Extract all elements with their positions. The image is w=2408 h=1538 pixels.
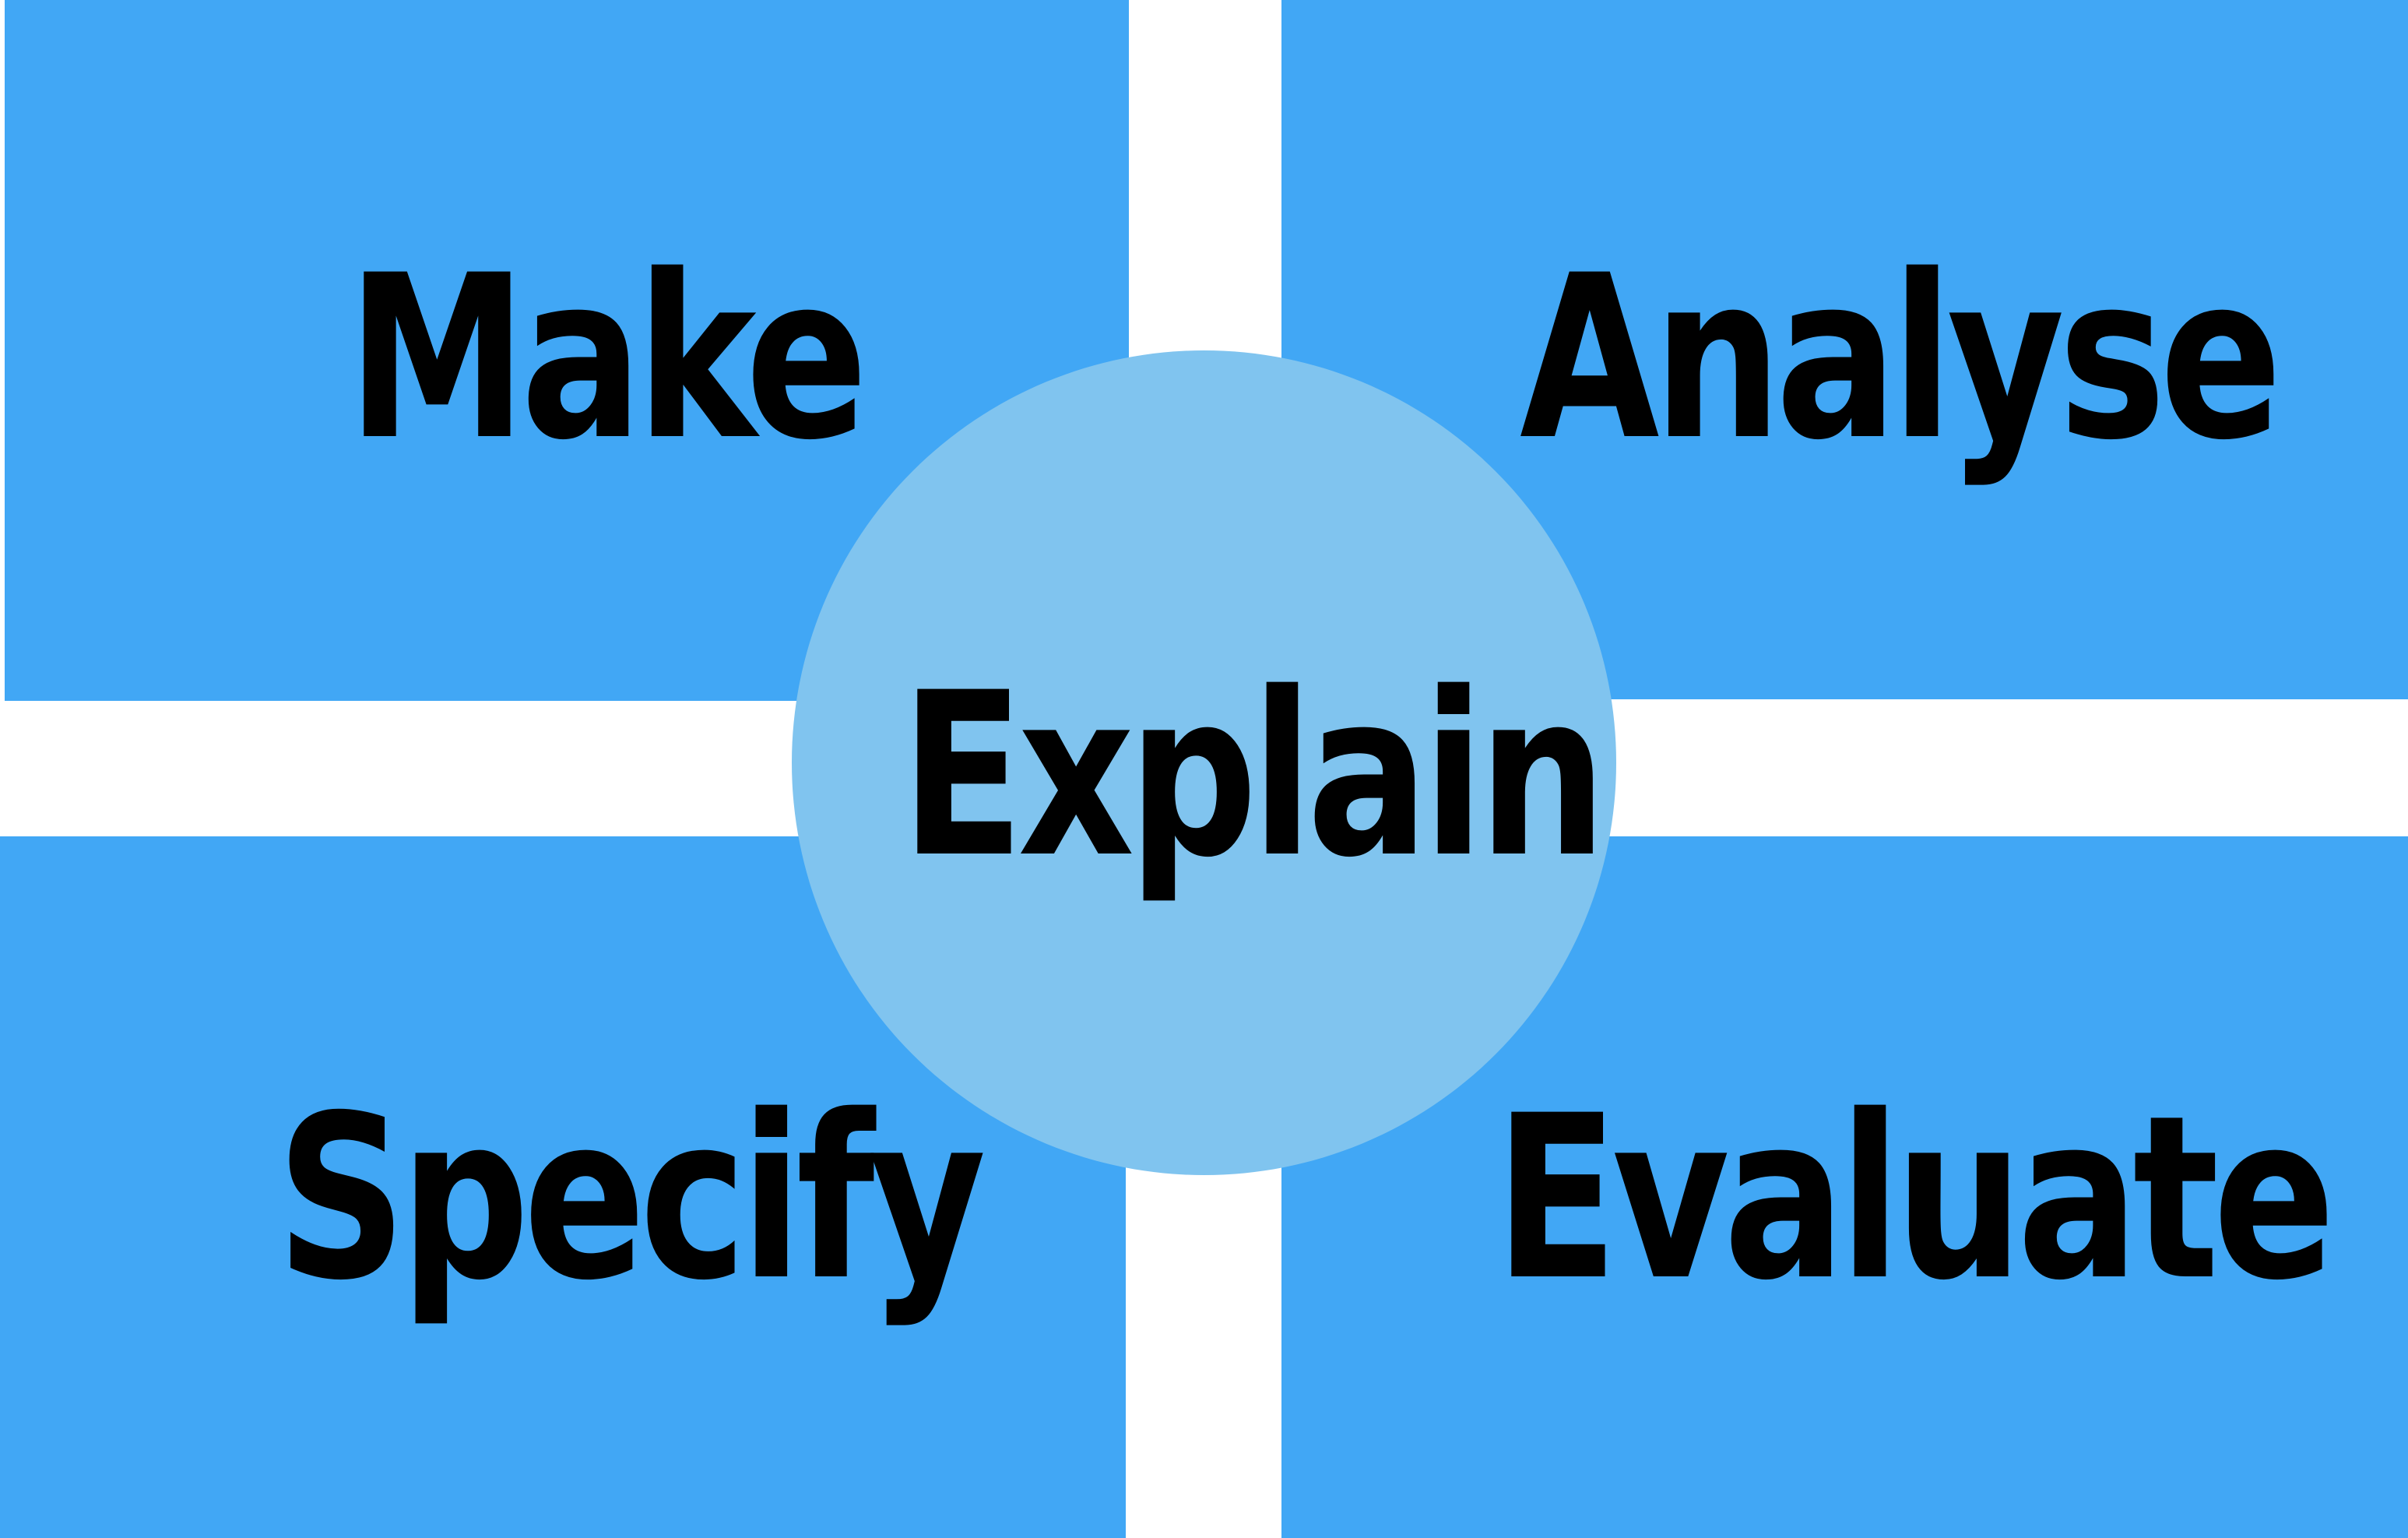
specify-label: Specify bbox=[276, 1068, 986, 1330]
explain-label: Explain bbox=[901, 645, 1607, 907]
make-label: Make bbox=[347, 227, 868, 490]
center-circle bbox=[792, 350, 1616, 1175]
evaluate-label: Evaluate bbox=[1495, 1068, 2336, 1330]
analyse-label: Analyse bbox=[1520, 227, 2282, 490]
